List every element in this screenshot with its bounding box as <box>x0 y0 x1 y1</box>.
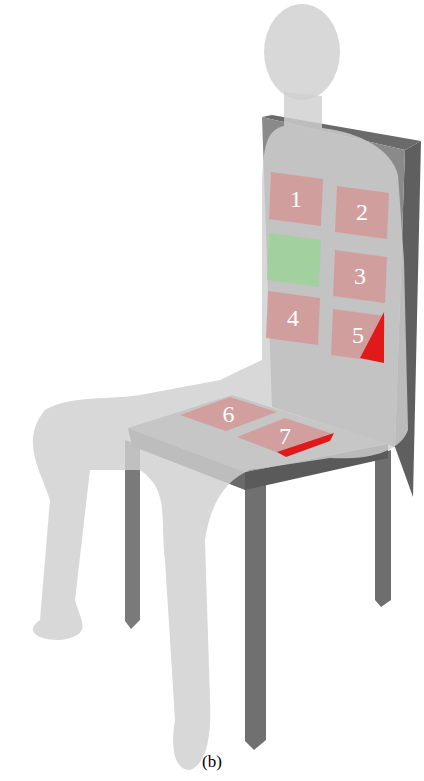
sensor-number: 3 <box>333 250 387 303</box>
sensor-shape <box>331 309 385 362</box>
chair-leg <box>375 450 391 607</box>
sensor-number: 1 <box>269 172 323 226</box>
sensor-shape <box>266 291 320 345</box>
contact-wedge <box>360 312 384 363</box>
sensor-shape <box>333 250 387 303</box>
sensor-pad: 3 <box>333 250 387 303</box>
sensor-shape <box>180 397 277 431</box>
figure-caption: (b) <box>0 752 424 772</box>
sensor-pad: 6 <box>180 397 277 431</box>
sensor-number: 2 <box>335 186 389 239</box>
chair-leg <box>245 478 266 750</box>
sensor-pad: 4 <box>266 291 320 345</box>
sensor-pad: 1 <box>269 172 323 226</box>
sensor-shape <box>335 186 389 239</box>
person-silhouette <box>33 4 408 770</box>
active-sensor <box>267 233 321 287</box>
sensor-number: 6 <box>180 397 277 431</box>
sensor-pad: 2 <box>335 186 389 239</box>
contact-wedge <box>277 433 334 457</box>
sensor-number: 4 <box>266 291 320 345</box>
sensor-shape <box>269 172 323 226</box>
